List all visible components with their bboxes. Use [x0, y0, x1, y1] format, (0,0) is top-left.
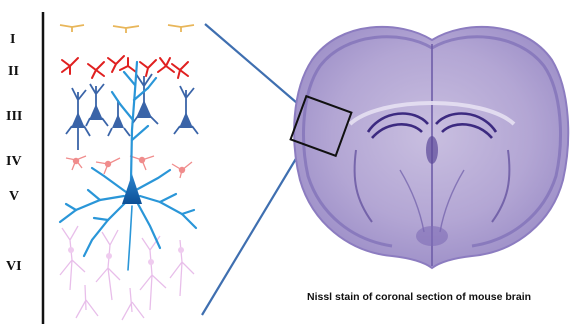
zoom-connector-lines	[202, 24, 300, 315]
connector-bottom	[202, 152, 300, 315]
layer-label-2: II	[8, 64, 19, 79]
hypothalamus-region	[416, 226, 448, 246]
layer4-cells	[66, 156, 192, 178]
layer-label-6: VI	[6, 259, 22, 274]
layer-label-4: IV	[6, 154, 22, 169]
brain-coronal-section	[294, 27, 568, 268]
connector-top	[205, 24, 297, 103]
layer-labels: I II III IV V VI	[6, 32, 22, 274]
caption: Nissl stain of coronal section of mouse …	[307, 291, 531, 303]
layer-label-5: V	[9, 189, 19, 204]
layer1-cells	[60, 25, 194, 33]
layer-label-1: I	[10, 32, 15, 47]
layer-label-3: III	[6, 109, 22, 124]
third-ventricle	[426, 136, 438, 164]
layer6-neurons	[60, 226, 194, 320]
